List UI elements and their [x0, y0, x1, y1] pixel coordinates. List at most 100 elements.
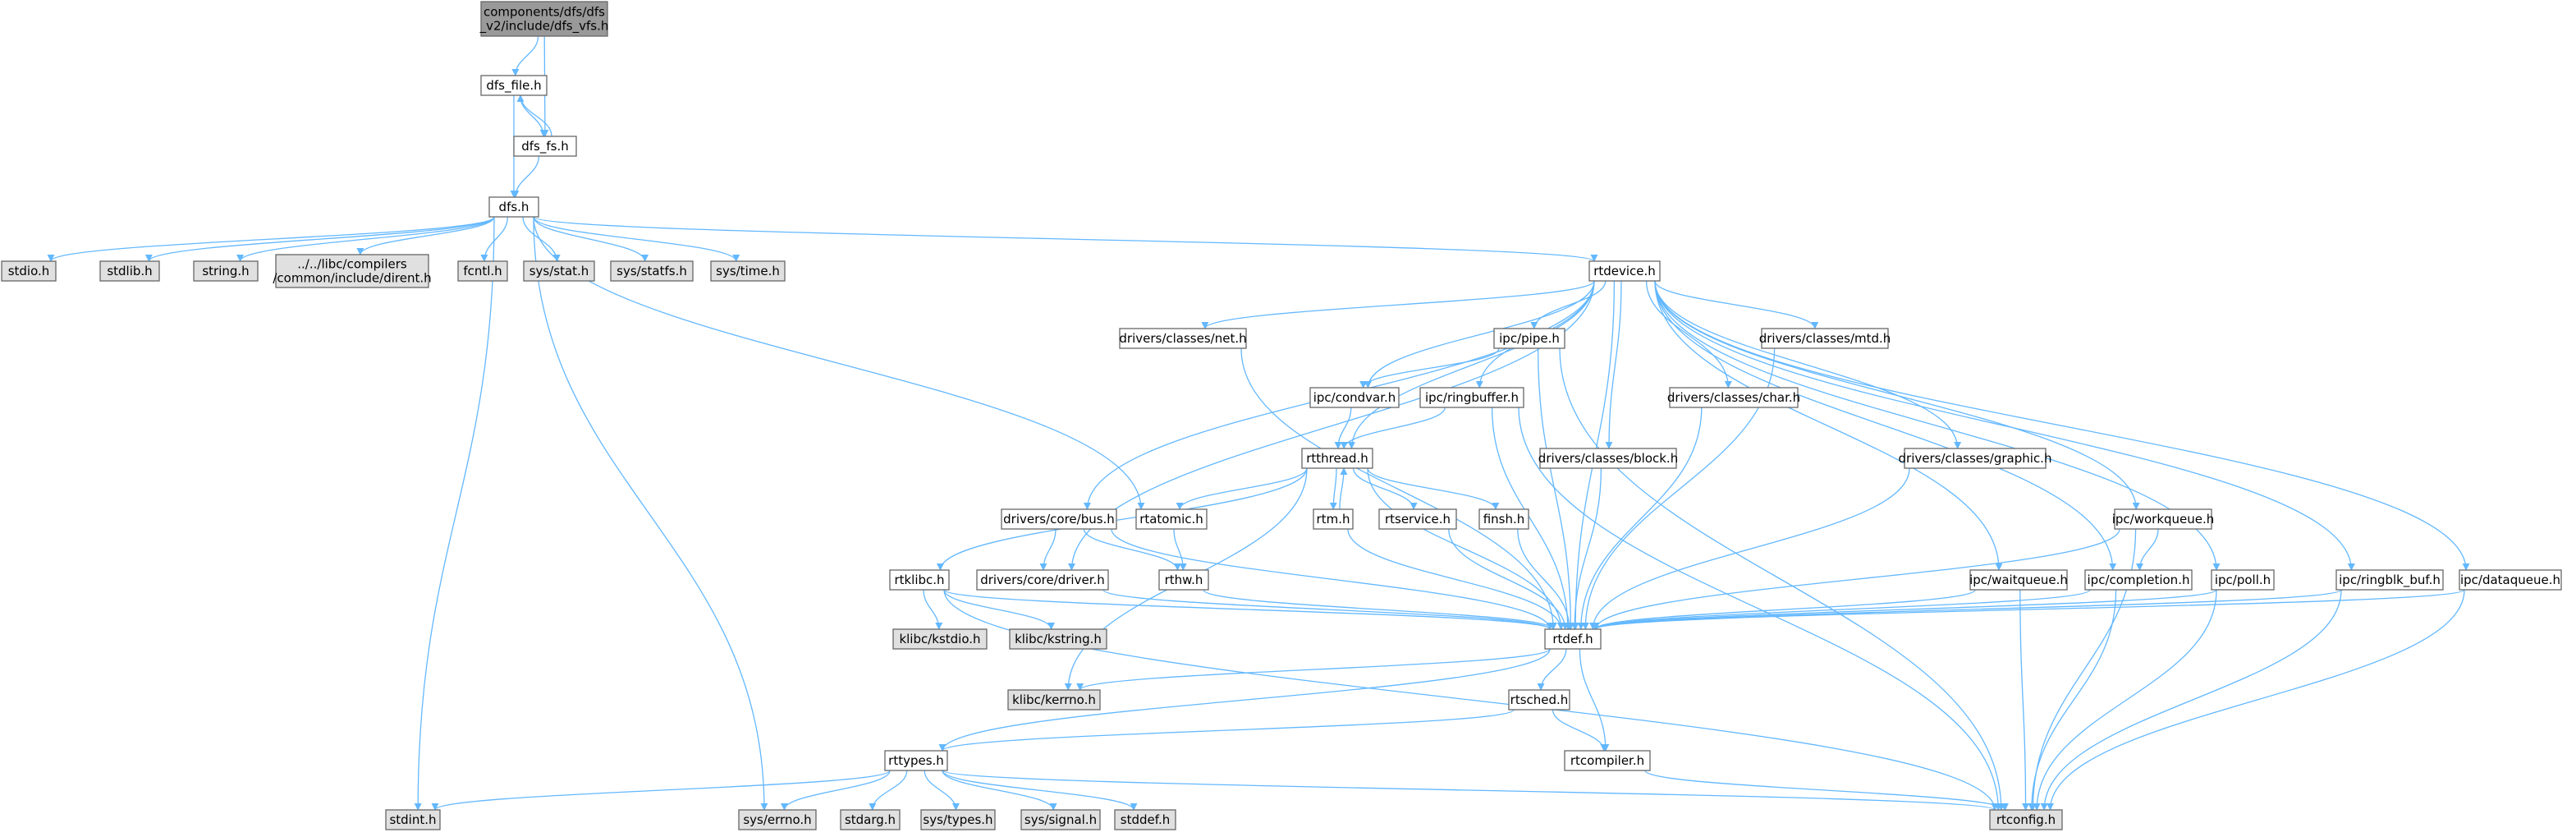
node-label: rtatomic.h [1139, 512, 1203, 527]
node-label: ipc/ringbuffer.h [1425, 390, 1519, 405]
node-label: dfs.h [499, 200, 529, 214]
node-box [1001, 508, 1117, 530]
edge-rtthread-to-rtdef [1367, 467, 1565, 630]
node-block[interactable]: drivers/classes/block.h [1538, 448, 1678, 469]
node-box [385, 809, 441, 830]
node-rtcompiler[interactable]: rtcompiler.h [1564, 750, 1651, 771]
node-bus[interactable]: drivers/core/bus.h [1001, 508, 1117, 530]
node-dfs[interactable]: dfs.h [488, 196, 539, 218]
edge-dfs-to-string [236, 216, 495, 262]
edge-pipe-to-rtdef [1537, 347, 1574, 630]
node-rtsched[interactable]: rtsched.h [1508, 689, 1570, 711]
edge-dfs-to-stdio [47, 216, 495, 262]
node-rtdevice[interactable]: rtdevice.h [1588, 260, 1661, 282]
edge-block-to-rtdef [1570, 467, 1602, 630]
node-box [1508, 689, 1570, 711]
node-char[interactable]: drivers/classes/char.h [1667, 387, 1800, 408]
node-box [840, 809, 901, 830]
node-label: dfs_fs.h [521, 139, 569, 154]
edge-rtatomic-to-rthw [1173, 528, 1187, 571]
node-label: dfs_file.h [486, 78, 541, 94]
node-condvar[interactable]: ipc/condvar.h [1309, 387, 1400, 408]
node-rtatomic[interactable]: rtatomic.h [1135, 508, 1208, 530]
node-completion[interactable]: ipc/completion.h [2084, 569, 2193, 591]
node-box [513, 136, 577, 157]
edge-rtklibc-to-kstdio [923, 589, 943, 630]
node-box [1544, 628, 1602, 650]
node-label: rtsched.h [1510, 692, 1569, 707]
node-graphic[interactable]: drivers/classes/graphic.h [1899, 448, 2052, 469]
node-poll[interactable]: ipc/poll.h [2211, 569, 2275, 591]
node-box [738, 809, 817, 830]
node-finsh[interactable]: finsh.h [1478, 508, 1529, 530]
edge-rtklibc-to-kstring [943, 589, 1056, 630]
node-dfs_file[interactable]: dfs_file.h [480, 75, 548, 96]
node-net[interactable]: drivers/classes/net.h [1119, 328, 1247, 349]
node-box [2114, 508, 2212, 530]
edge-dfs-to-fcntl [480, 216, 509, 262]
edge-ringbuffer-to-rtdef [1491, 407, 1572, 630]
node-workqueue[interactable]: ipc/workqueue.h [2112, 508, 2215, 530]
node-box [889, 569, 950, 591]
node-box [976, 569, 1109, 591]
node-dfs_fs[interactable]: dfs_fs.h [513, 136, 577, 157]
node-box [1007, 689, 1101, 711]
node-label: sys/signal.h [1024, 812, 1097, 827]
node-label: sys/time.h [716, 264, 780, 278]
node-box [1669, 387, 1799, 408]
node-box [2084, 569, 2193, 591]
node-root[interactable]: components/dfs/dfs_v2/include/dfs_vfs.h [479, 1, 609, 37]
node-fcntl: fcntl.h [457, 260, 508, 282]
node-label: drivers/classes/net.h [1119, 331, 1246, 346]
node-sysstat: sys/stat.h [523, 260, 595, 282]
node-label: stdio.h [8, 264, 50, 278]
node-ringblk[interactable]: ipc/ringblk_buf.h [2335, 569, 2444, 591]
edge-rttypes-to-rtconfig [942, 770, 1999, 811]
node-rtservice[interactable]: rtservice.h [1378, 508, 1457, 530]
node-rttypes[interactable]: rttypes.h [884, 750, 948, 771]
edge-ringbuffer-to-rtthread [1340, 407, 1446, 449]
edge-ringblk-to-rtconfig [2040, 589, 2342, 811]
edge-rtdef-to-rtcompiler [1579, 648, 1610, 752]
edge-ringbuffer-to-rtconfig [1518, 407, 2002, 811]
node-label: rtconfig.h [1996, 812, 2056, 827]
node-rtklibc[interactable]: rtklibc.h [889, 569, 950, 591]
node-label: stdint.h [389, 812, 436, 827]
node-rtthread[interactable]: rtthread.h [1301, 448, 1373, 469]
node-waitqueue[interactable]: ipc/waitqueue.h [1969, 569, 2068, 591]
edge-rtdevice-to-char [1645, 280, 1732, 389]
node-rthw[interactable]: rthw.h [1158, 569, 1209, 591]
edge-dfs-to-sysstatfs [533, 216, 649, 262]
edge-dfs_fs-to-dfs_file [516, 94, 552, 137]
edge-dataqueue-to-rtconfig [2047, 589, 2465, 811]
node-ringbuffer[interactable]: ipc/ringbuffer.h [1419, 387, 1524, 408]
node-box [275, 254, 429, 288]
node-stdint: stdint.h [385, 809, 441, 830]
node-pipe[interactable]: ipc/pipe.h [1493, 328, 1565, 349]
edge-waitqueue-to-rtdef [1591, 589, 1976, 630]
node-driver[interactable]: drivers/core/driver.h [976, 569, 1109, 591]
node-systime: sys/time.h [710, 260, 786, 282]
edge-rttypes-to-syssignal [942, 770, 1057, 811]
node-box [480, 1, 608, 37]
node-box [523, 260, 595, 282]
node-rtdef[interactable]: rtdef.h [1544, 628, 1602, 650]
edge-dfs-to-syserrno [533, 216, 768, 811]
node-rtm[interactable]: rtm.h [1313, 508, 1354, 530]
edge-poll-to-rtdef [1592, 589, 2217, 630]
edge-rtthread-to-rtatomic [1176, 467, 1308, 510]
node-label: /common/include/dirent.h [273, 271, 431, 286]
node-label: ipc/poll.h [2215, 573, 2271, 587]
node-dataqueue[interactable]: ipc/dataqueue.h [2459, 569, 2562, 591]
node-systypes: sys/types.h [920, 809, 996, 830]
edge-dataqueue-to-rtdef [1592, 589, 2465, 630]
node-box [884, 750, 948, 771]
node-box [1, 260, 57, 282]
node-label: rtm.h [1317, 512, 1350, 527]
edge-rtdevice-to-mtd [1654, 280, 1819, 329]
node-mtd[interactable]: drivers/classes/mtd.h [1759, 328, 1891, 349]
node-box [1313, 508, 1354, 530]
node-label: rttypes.h [888, 753, 944, 768]
node-syserrno: sys/errno.h [738, 809, 817, 830]
edge-rtdevice-to-pipe [1530, 280, 1607, 329]
